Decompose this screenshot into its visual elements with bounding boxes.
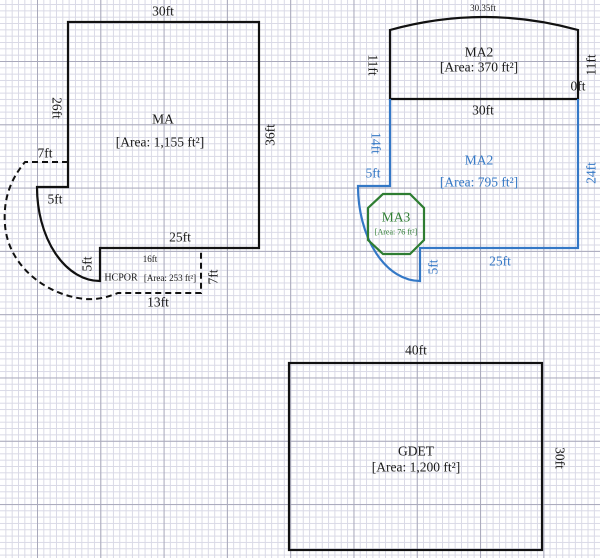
area-hcpor[interactable]: 7ft 16ft HCPOR [Area: 253 ft²] 7ft 13ft xyxy=(3,146,221,310)
area-ma3[interactable]: MA3 [Area: 76 ft²] xyxy=(366,192,426,256)
area-ma2-lower[interactable]: 14ft 5ft MA2 [Area: 795 ft²] 24ft 5ft 25… xyxy=(356,99,599,283)
hcpor-name: HCPOR xyxy=(104,273,138,284)
hcpor-dim-right: 7ft xyxy=(206,269,221,284)
hcpor-dim-bottom: 13ft xyxy=(147,295,169,310)
ma3-outline[interactable] xyxy=(366,192,426,256)
area-ma[interactable]: MA [Area: 1,155 ft²] 30ft 26ft 36ft 25ft… xyxy=(35,4,278,283)
ma2-lower-dim-right: 24ft xyxy=(584,162,599,184)
ma2-upper-dim-arc: 30.35ft xyxy=(470,3,496,13)
ma2-upper-name: MA2 xyxy=(465,45,494,60)
ma2-upper-dim-right: 11ft xyxy=(584,54,599,75)
ma2-upper-dim-corner: 0ft xyxy=(571,79,586,94)
ma-dim-top: 30ft xyxy=(152,4,174,19)
ma-outline[interactable] xyxy=(35,20,261,283)
gdet-dim-top: 40ft xyxy=(405,343,427,358)
ma-dim-right: 36ft xyxy=(263,124,278,146)
ma2-upper-outline[interactable] xyxy=(388,15,580,101)
ma2-upper-dim-left: 11ft xyxy=(366,54,381,75)
ma2-lower-area: [Area: 795 ft²] xyxy=(440,175,518,190)
ma3-name: MA3 xyxy=(382,210,411,225)
ma2-lower-outline[interactable] xyxy=(356,99,580,283)
gdet-outline[interactable] xyxy=(287,361,544,552)
hcpor-dim-top: 16ft xyxy=(143,254,158,264)
ma2-upper-dim-bottom: 30ft xyxy=(472,103,494,118)
ma-dim-bottom: 25ft xyxy=(169,230,191,245)
ma-name: MA xyxy=(152,112,174,127)
ma-area: [Area: 1,155 ft²] xyxy=(116,135,204,150)
ma2-lower-dim-bottom: 25ft xyxy=(489,254,511,269)
ma-dim-left: 26ft xyxy=(50,97,65,119)
ma2-lower-dim-step: 5ft xyxy=(366,166,381,181)
ma2-lower-name: MA2 xyxy=(465,153,494,168)
ma2-lower-dim-left: 14ft xyxy=(369,132,384,154)
hcpor-dim-left-top: 7ft xyxy=(38,146,53,161)
ma3-area: [Area: 76 ft²] xyxy=(375,228,418,237)
ma2-lower-dim-inner: 5ft xyxy=(426,259,441,274)
ma-dim-inner: 5ft xyxy=(80,256,95,271)
gdet-area: [Area: 1,200 ft²] xyxy=(372,460,460,475)
hcpor-outline[interactable] xyxy=(3,161,202,301)
gdet-name: GDET xyxy=(398,444,435,459)
ma2-upper-area: [Area: 370 ft²] xyxy=(440,60,518,75)
gdet-dim-right: 30ft xyxy=(553,447,568,469)
area-gdet[interactable]: 40ft GDET [Area: 1,200 ft²] 30ft xyxy=(287,343,568,552)
ma-dim-step: 5ft xyxy=(48,192,63,207)
hcpor-area: [Area: 253 ft²] xyxy=(144,273,196,283)
area-ma2-upper[interactable]: 30.35ft 11ft 11ft MA2 [Area: 370 ft²] 0f… xyxy=(366,3,599,118)
